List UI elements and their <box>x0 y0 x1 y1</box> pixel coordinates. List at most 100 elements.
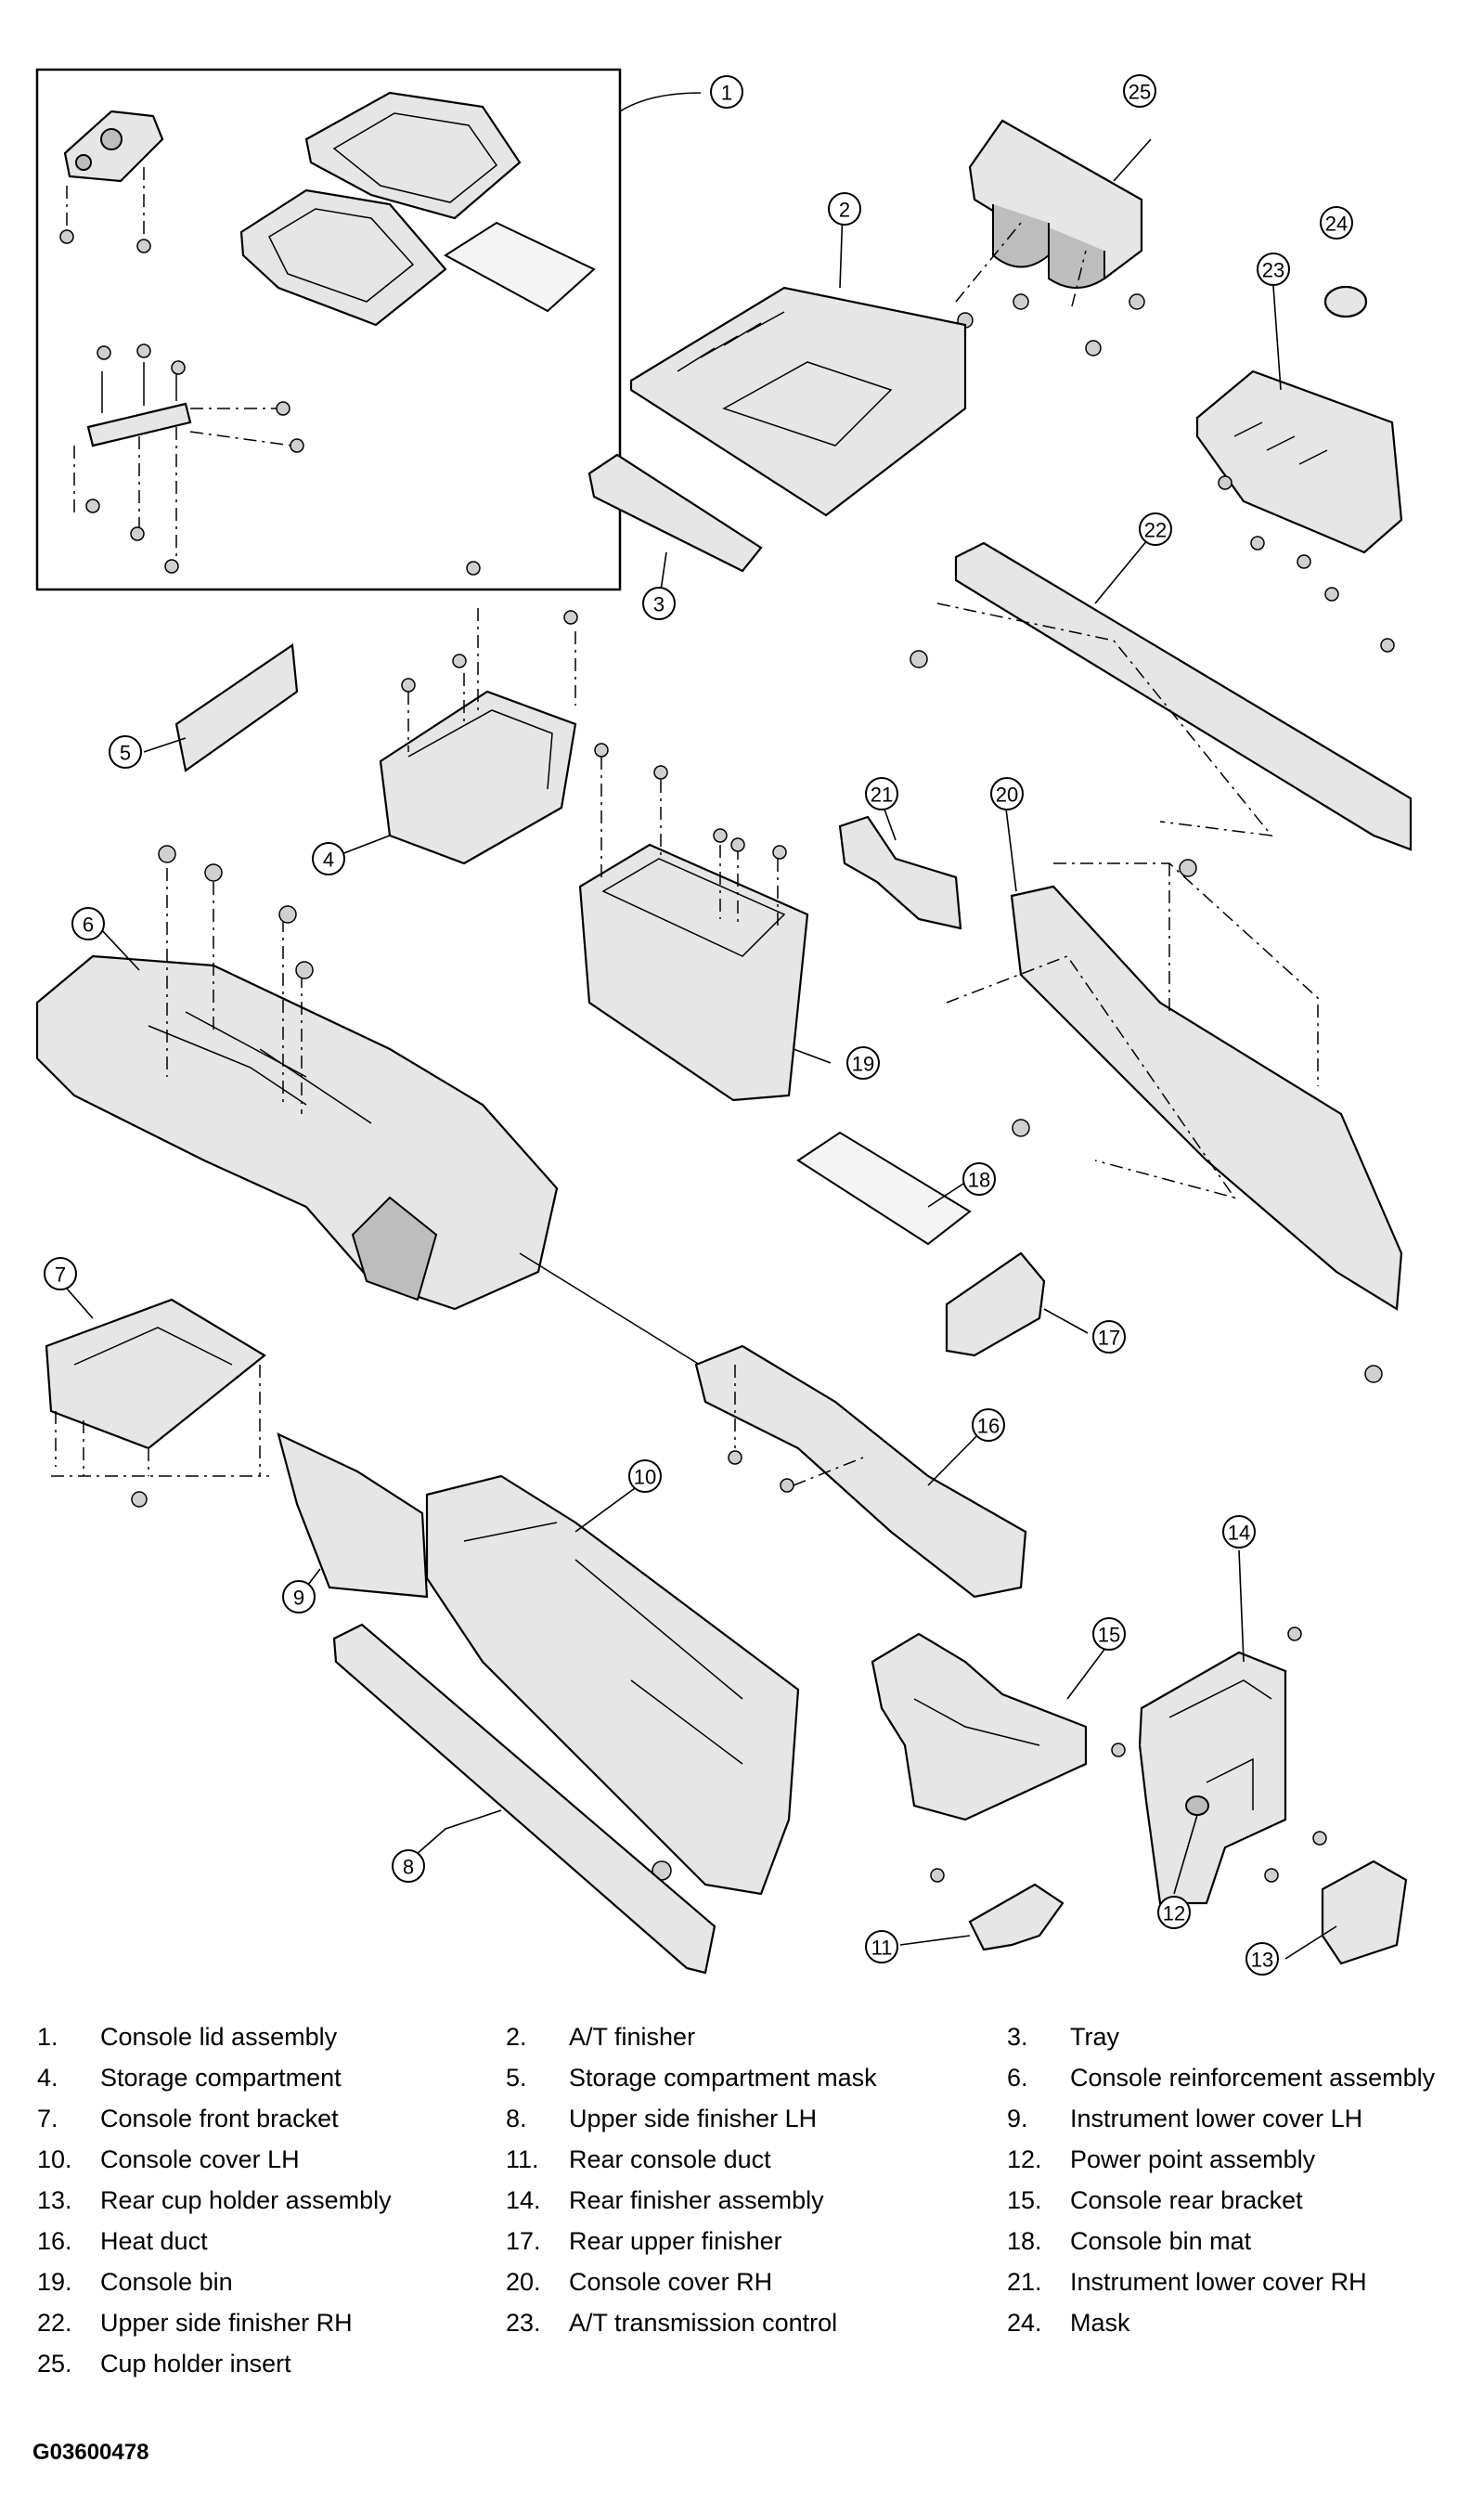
legend-label: Console lid assembly <box>100 2023 338 2051</box>
legend-number: 3. <box>1007 2023 1028 2051</box>
part-console-front-bracket <box>45 1298 269 1508</box>
legend-label: Console bin <box>100 2268 233 2296</box>
part-heat-duct <box>694 1344 1027 1599</box>
legend-label: Console bin mat <box>1070 2227 1252 2255</box>
callout-number: 23 <box>1262 259 1284 282</box>
legend-item: 9.Instrument lower cover LH <box>1007 2106 1466 2132</box>
callout-17: 17 <box>1092 1320 1126 1354</box>
legend-label: Storage compartment <box>100 2064 342 2092</box>
legend-label: Instrument lower cover RH <box>1070 2268 1367 2296</box>
callout-number: 12 <box>1163 1902 1185 1925</box>
callout-6: 6 <box>71 907 105 940</box>
callout-15: 15 <box>1092 1617 1126 1651</box>
callout-number: 2 <box>839 199 850 222</box>
callout-18: 18 <box>962 1162 996 1196</box>
part-storage-compartment <box>379 561 578 865</box>
legend-label: Console rear bracket <box>1070 2186 1303 2214</box>
legend-label: A/T finisher <box>569 2023 696 2051</box>
legend-label: Console reinforcement assembly <box>1070 2064 1436 2092</box>
legend-item: 20. Console cover RH <box>506 2269 1007 2295</box>
legend-item: 21. Instrument lower cover RH <box>1007 2269 1466 2295</box>
callout-number: 7 <box>55 1263 66 1287</box>
legend-item: 22. Upper side finisher RH <box>37 2310 506 2336</box>
part-upper-side-finisher-rh <box>910 541 1413 851</box>
legend-number: 6. <box>1007 2064 1028 2092</box>
legend-number: 13. <box>37 2186 72 2214</box>
callout-14: 14 <box>1222 1515 1256 1549</box>
legend-number: 20. <box>506 2268 541 2296</box>
callout-2: 2 <box>828 192 861 226</box>
callout-number: 5 <box>120 742 131 765</box>
legend-item: 3. Tray <box>1007 2024 1466 2050</box>
legend-number: 22. <box>37 2309 72 2337</box>
legend-item: 1. Console lid assembly <box>37 2024 506 2050</box>
callout-number: 13 <box>1251 1949 1273 1972</box>
legend-label: Console front bracket <box>100 2105 339 2132</box>
figure-code: G03600478 <box>32 2440 149 2465</box>
callout-4: 4 <box>312 842 345 875</box>
part-storage-compartment-mask <box>174 643 299 772</box>
legend-label: Rear console duct <box>569 2145 771 2173</box>
legend-label: Console cover LH <box>100 2145 300 2173</box>
legend-number: 16. <box>37 2227 72 2255</box>
legend-label: Power point assembly <box>1070 2145 1316 2173</box>
part-at-finisher <box>629 286 967 517</box>
legend-item: 11. Rear console duct <box>506 2146 1007 2172</box>
callout-number: 20 <box>996 784 1018 807</box>
callout-5: 5 <box>109 735 142 769</box>
callout-number: 24 <box>1325 213 1348 236</box>
callout-number: 4 <box>323 849 334 872</box>
callout-3: 3 <box>642 587 676 620</box>
legend-number: 1. <box>37 2023 58 2051</box>
legend-number: 14. <box>506 2186 541 2214</box>
part-console-cover-rh <box>946 859 1403 1383</box>
part-mask <box>1323 285 1368 318</box>
callout-23: 23 <box>1257 253 1290 286</box>
legend-label: Console cover RH <box>569 2268 773 2296</box>
callout-number: 16 <box>977 1415 1000 1438</box>
callout-number: 6 <box>83 914 94 937</box>
legend-label: Upper side finisher RH <box>100 2309 353 2337</box>
legend-item: 7.Console front bracket <box>37 2106 506 2132</box>
legend-item: 4.Storage compartment <box>37 2065 506 2091</box>
part-upper-side-finisher-lh <box>332 1623 716 1975</box>
legend-number: 11. <box>506 2145 539 2173</box>
legend-label: Tray <box>1070 2023 1119 2051</box>
part-cup-holder-insert <box>955 119 1145 356</box>
callout-16: 16 <box>972 1408 1005 1442</box>
callout-9: 9 <box>282 1580 316 1613</box>
legend-number: 21. <box>1007 2268 1042 2296</box>
part-instrument-lower-cover-lh <box>277 1432 429 1599</box>
legend-item: 18.Console bin mat <box>1007 2228 1466 2254</box>
exploded-parts-diagram: 1234567891011121314151617181920212223242… <box>35 68 1413 1976</box>
legend-item: 25.Cup holder insert <box>37 2351 506 2377</box>
callout-number: 25 <box>1129 81 1151 104</box>
legend-label: Rear upper finisher <box>569 2227 782 2255</box>
legend-number: 25. <box>37 2350 72 2378</box>
legend-item: 12.Power point assembly <box>1007 2146 1466 2172</box>
legend-label: A/T transmission control <box>569 2309 838 2337</box>
legend-number: 10. <box>37 2145 72 2173</box>
legend-item: 14. Rear finisher assembly <box>506 2187 1007 2213</box>
part-console-rear-bracket <box>871 1632 1088 1821</box>
legend-item: 17.Rear upper finisher <box>506 2228 1007 2254</box>
legend-item: 15.Console rear bracket <box>1007 2187 1466 2213</box>
part-console-reinforcement-assembly <box>35 845 716 1375</box>
callout-number: 3 <box>653 593 665 616</box>
legend-number: 2. <box>506 2023 527 2051</box>
console-lid-inset-box <box>35 68 622 591</box>
callout-10: 10 <box>628 1459 662 1493</box>
part-rear-finisher-assembly <box>1111 1626 1327 1905</box>
legend-label: Mask <box>1070 2309 1130 2337</box>
legend-number: 8. <box>506 2105 527 2132</box>
part-rear-upper-finisher <box>945 1251 1046 1357</box>
callout-number: 9 <box>293 1587 304 1610</box>
legend-label: Rear finisher assembly <box>569 2186 824 2214</box>
callout-1: 1 <box>710 75 743 109</box>
callout-24: 24 <box>1320 206 1353 240</box>
part-instrument-lower-cover-rh <box>838 815 962 930</box>
legend-item: 23.A/T transmission control <box>506 2310 1007 2336</box>
callout-number: 17 <box>1098 1327 1120 1350</box>
callout-number: 21 <box>871 784 893 807</box>
legend-item: 8.Upper side finisher LH <box>506 2106 1007 2132</box>
